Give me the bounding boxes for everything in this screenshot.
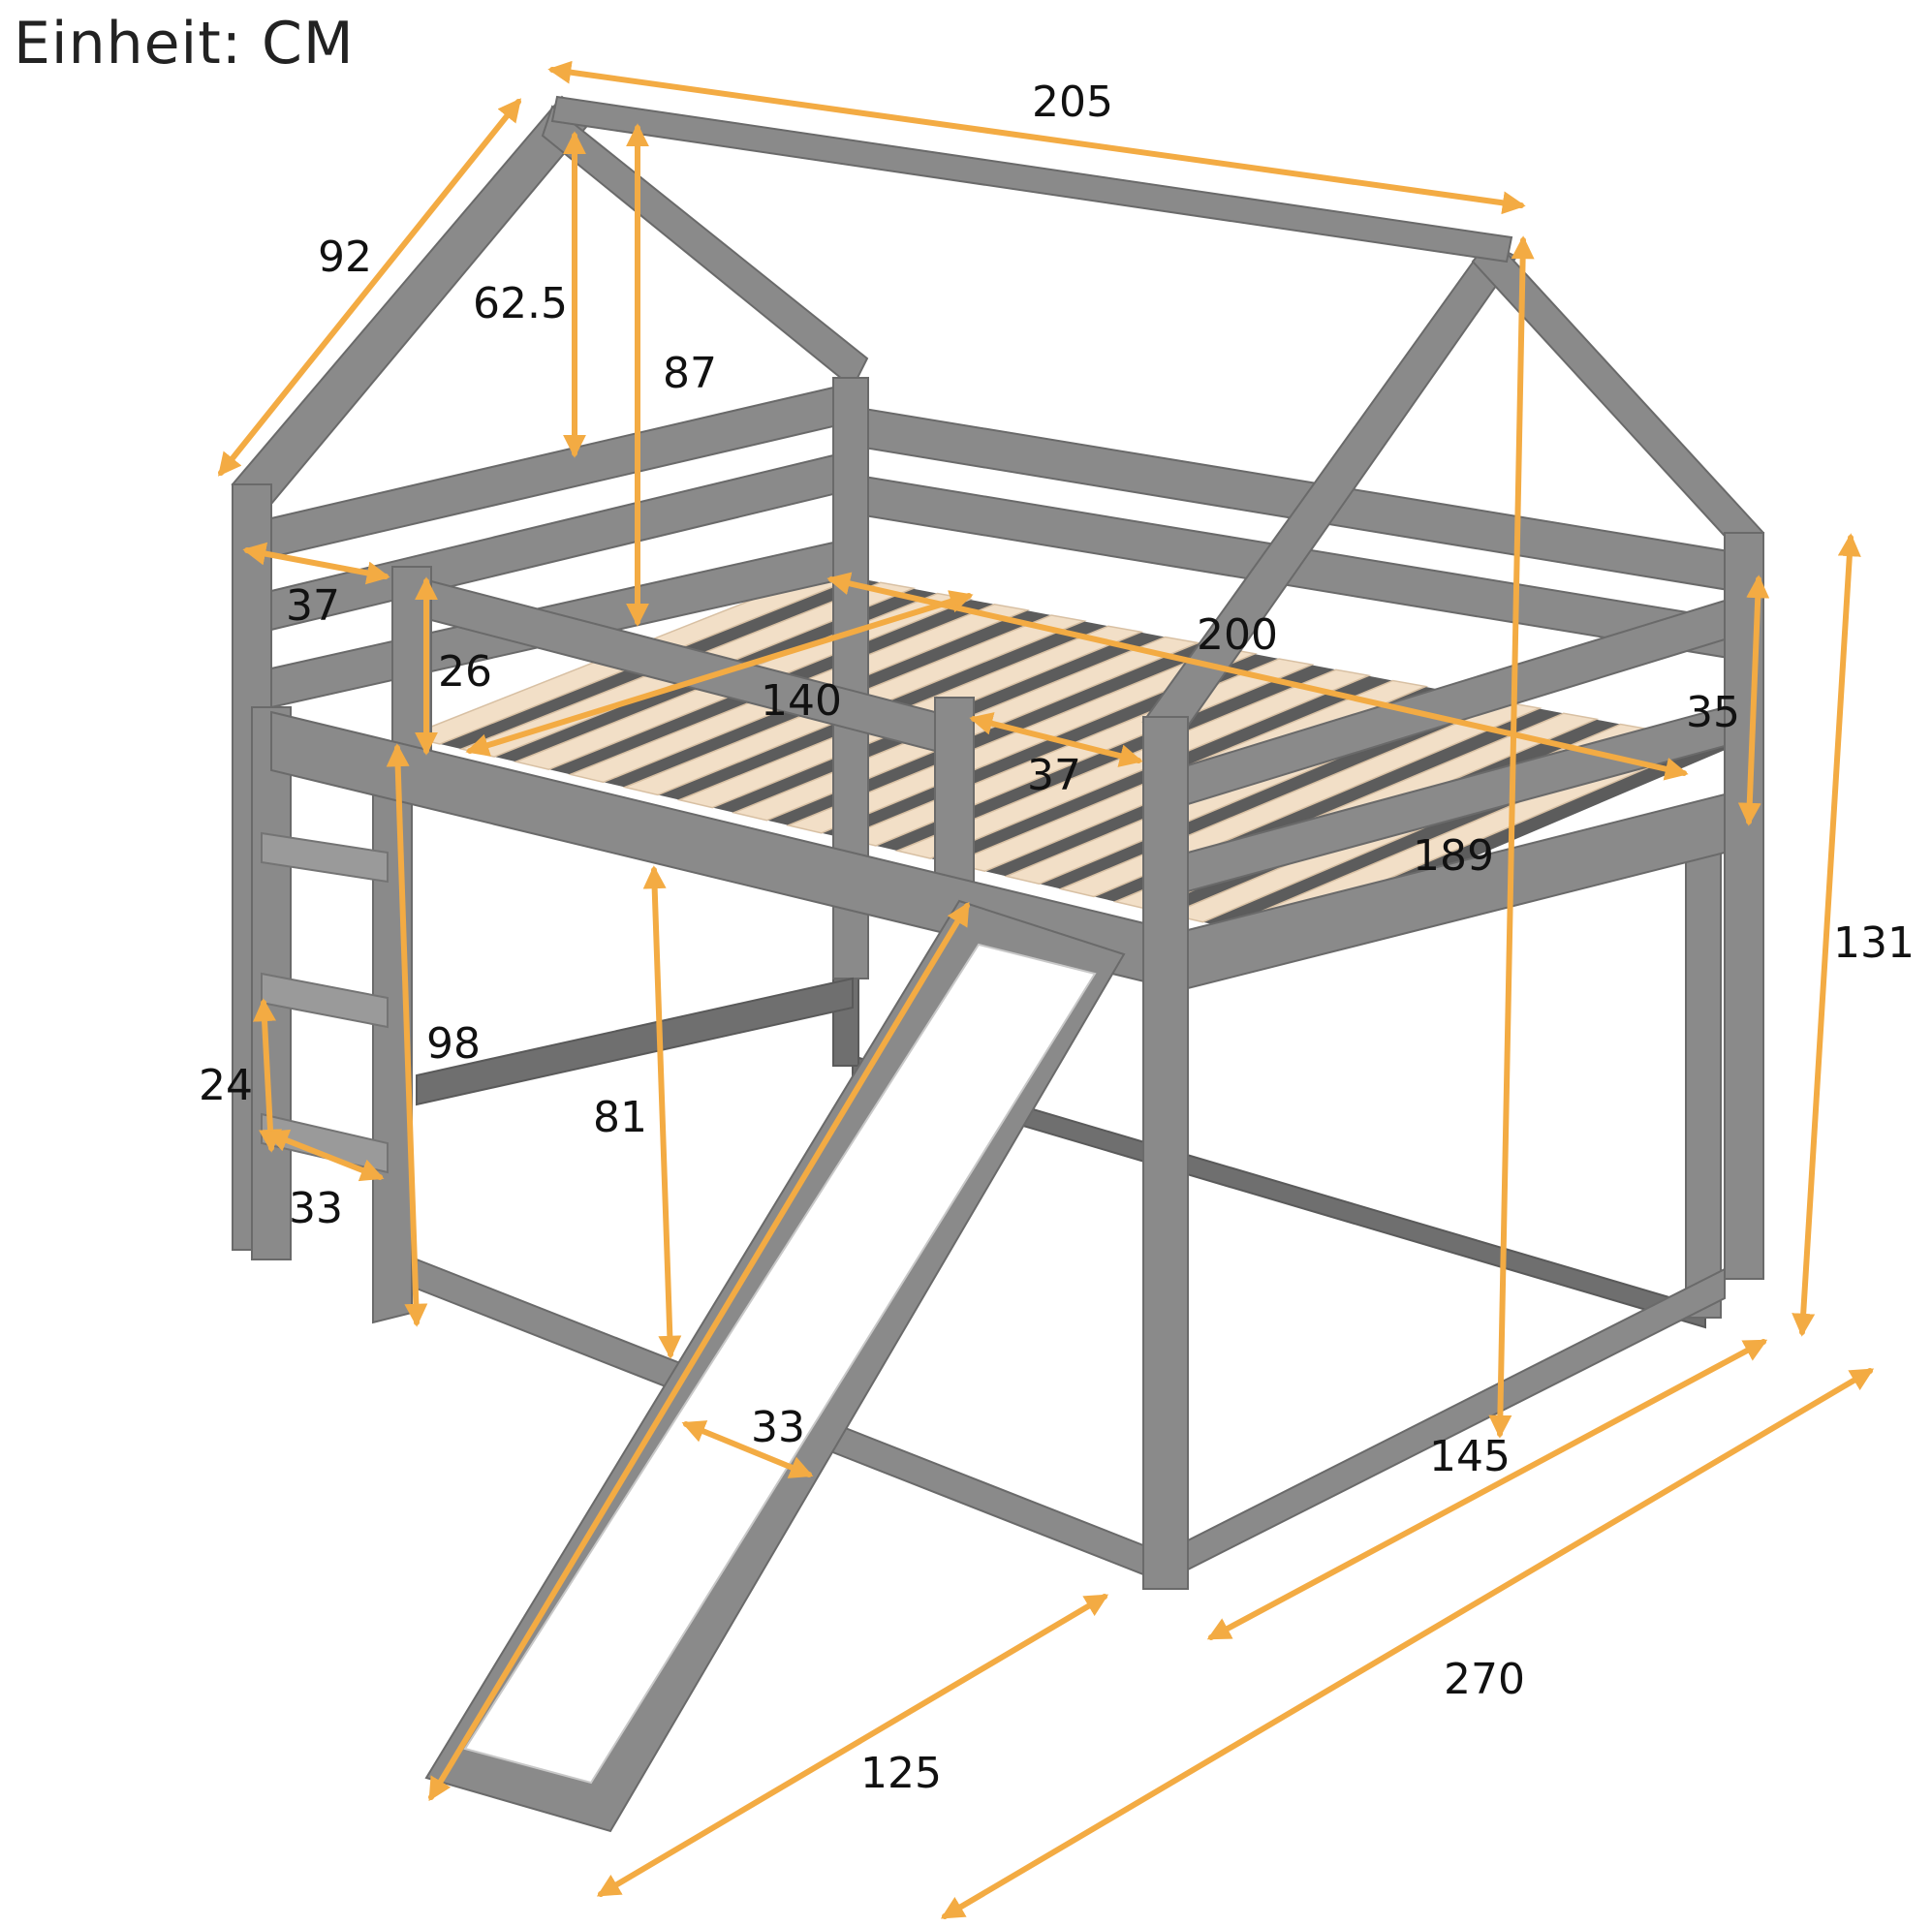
label-ladder-width: 33 — [289, 1184, 343, 1233]
slide — [424, 899, 1126, 1833]
label-under-clearance: 81 — [593, 1093, 647, 1142]
arrow-total-length — [940, 1368, 1875, 1919]
label-mattress-length: 200 — [1197, 610, 1278, 660]
label-step-spacing: 24 — [199, 1061, 253, 1110]
arrow-peak-total — [1488, 235, 1535, 1439]
label-roof-length: 205 — [1032, 78, 1113, 127]
arrow-ladder-width — [265, 1129, 385, 1182]
arrow-under-clearance — [642, 865, 682, 1359]
arrow-step-spacing — [253, 998, 282, 1153]
label-guardrail-front: 26 — [438, 647, 492, 697]
arrow-mattress-length — [826, 572, 1689, 781]
label-slide-width: 33 — [751, 1403, 805, 1452]
label-peak-total: 145 — [1429, 1432, 1511, 1481]
label-slide-length: 125 — [860, 1749, 942, 1798]
arrow-roof-slope — [217, 98, 522, 477]
label-total-height: 131 — [1833, 918, 1915, 968]
label-total-length: 270 — [1444, 1655, 1525, 1704]
label-inner-length: 189 — [1413, 831, 1494, 881]
label-ladder-height: 98 — [426, 1019, 481, 1069]
unit-label: Einheit: CM — [14, 10, 355, 78]
label-roof-slope: 92 — [318, 233, 372, 282]
label-roof-height: 62.5 — [473, 279, 568, 328]
arrow-ladder-height — [386, 743, 428, 1327]
label-mattress-width: 140 — [761, 676, 842, 726]
arrow-roof-length — [547, 60, 1526, 215]
arrow-guardrail-back — [1737, 575, 1770, 826]
label-opening-width: 37 — [1027, 751, 1081, 800]
arrow-top-guard-left — [242, 542, 390, 585]
dimension-labels: 205 92 62.5 87 37 26 140 37 200 35 189 1… — [199, 78, 1915, 1798]
label-guardrail-back: 35 — [1686, 688, 1740, 737]
dimension-arrows — [217, 60, 1875, 1919]
arrow-slide-along — [428, 901, 970, 1802]
label-top-guard-left: 37 — [286, 581, 340, 631]
label-peak-height: 87 — [663, 349, 717, 398]
arrow-total-height — [1792, 533, 1861, 1337]
